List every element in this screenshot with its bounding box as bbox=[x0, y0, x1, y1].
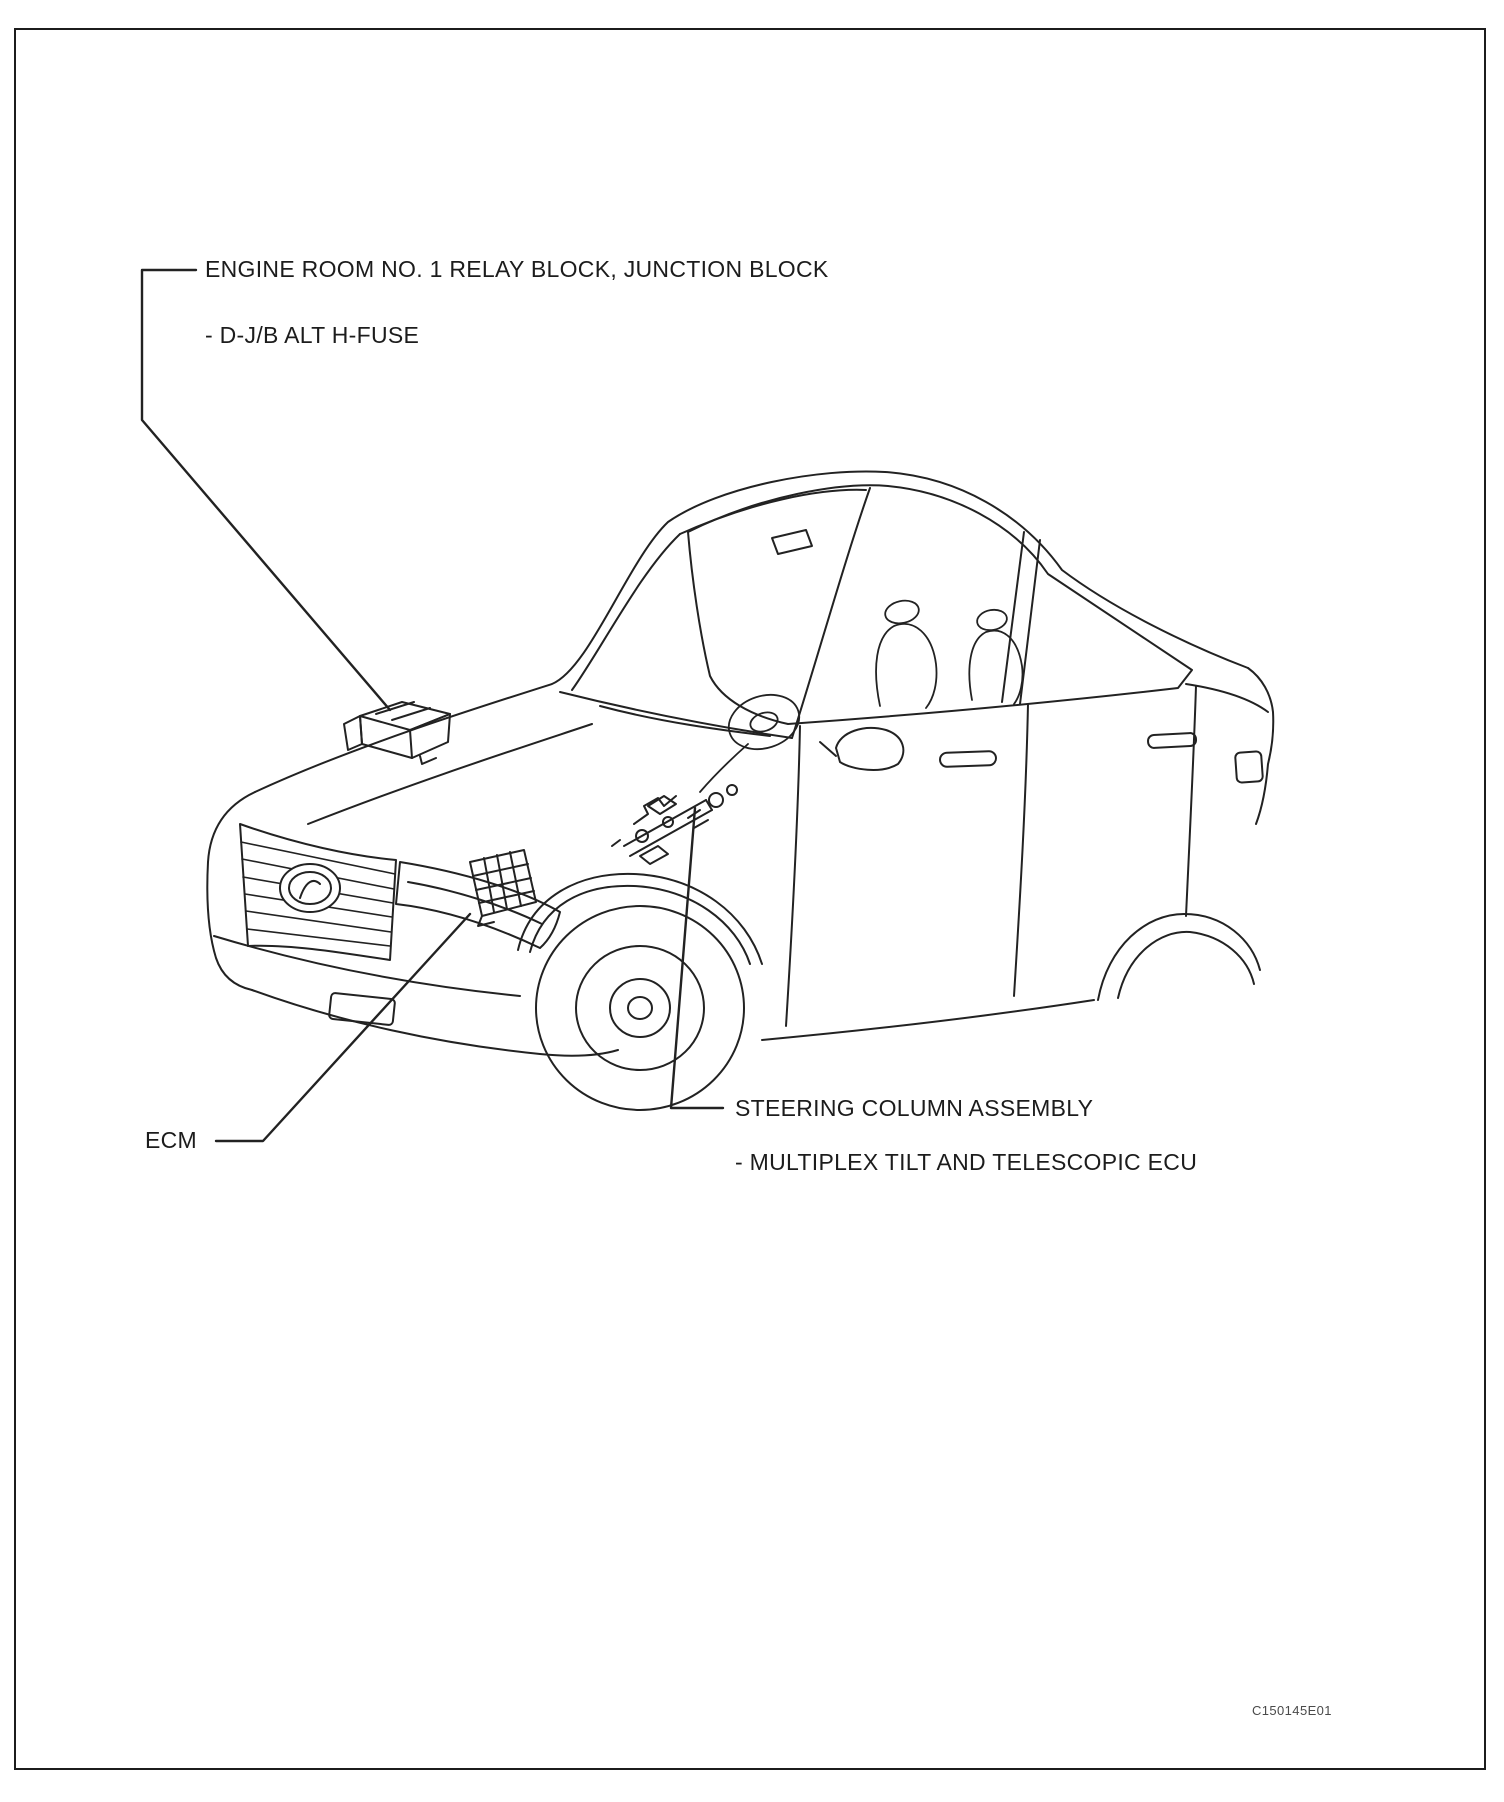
ecm-callout-label: ECM bbox=[145, 1127, 198, 1153]
leader-line-ecm bbox=[214, 912, 472, 1143]
front-fascia bbox=[206, 791, 256, 991]
leader-line-steering-column bbox=[669, 806, 725, 1110]
relay-block-component bbox=[343, 701, 451, 765]
hood-crease bbox=[307, 723, 593, 825]
ecm-component bbox=[469, 849, 537, 927]
car-illustration bbox=[206, 470, 1275, 1111]
side-glass bbox=[687, 484, 1193, 725]
brand-emblem-mark bbox=[299, 880, 321, 899]
front-hub bbox=[609, 978, 671, 1038]
front-fender-seam bbox=[785, 725, 801, 1027]
steering-column-callout-title: STEERING COLUMN ASSEMBLY bbox=[735, 1095, 1094, 1121]
front-hub-cap bbox=[627, 996, 653, 1020]
rear-door-handle bbox=[1147, 732, 1198, 749]
cowl-line bbox=[599, 705, 771, 737]
front-tire bbox=[535, 905, 745, 1111]
steering-column-callout-subitem: - MULTIPLEX TILT AND TELESCOPIC ECU bbox=[735, 1149, 1198, 1175]
car-silhouette bbox=[254, 470, 1249, 793]
headlight bbox=[395, 861, 561, 949]
steering-column-component bbox=[611, 784, 738, 865]
far-a-pillar bbox=[791, 487, 871, 739]
side-mirror-stalk bbox=[819, 741, 837, 757]
bumper-lower-edge bbox=[251, 989, 619, 1057]
fuel-lid bbox=[1234, 750, 1264, 784]
interior-details bbox=[699, 599, 1024, 793]
front-door-seam bbox=[1013, 703, 1029, 997]
front-door-handle bbox=[939, 750, 997, 768]
b-pillar-rear-line bbox=[1019, 539, 1041, 705]
relay-block-callout-title: ENGINE ROOM NO. 1 RELAY BLOCK, JUNCTION … bbox=[205, 256, 829, 282]
front-wheel-arch-lip bbox=[529, 884, 751, 965]
a-pillar-inner bbox=[571, 533, 681, 691]
windshield-base bbox=[559, 691, 793, 739]
car-rear-edge bbox=[1247, 667, 1275, 825]
fog-lamp bbox=[328, 992, 396, 1026]
rear-tire bbox=[1117, 930, 1255, 999]
side-mirror bbox=[835, 727, 905, 771]
rear-door-seam bbox=[1185, 685, 1197, 917]
front-rim bbox=[575, 945, 705, 1071]
beltline-rear bbox=[1185, 683, 1269, 713]
rocker-line bbox=[761, 999, 1095, 1041]
b-pillar-front-line bbox=[1001, 531, 1025, 703]
figure-code: C150145E01 bbox=[1252, 1703, 1332, 1718]
page-border bbox=[14, 28, 1486, 1770]
leader-line-relay-block bbox=[140, 268, 392, 712]
rear-wheel-arch bbox=[1097, 913, 1261, 1001]
rearview-mirror bbox=[771, 529, 813, 555]
relay-block-callout-subitem: - D-J/B ALT H-FUSE bbox=[205, 322, 420, 348]
brand-emblem-inner bbox=[288, 871, 332, 905]
front-wheel-arch bbox=[517, 872, 763, 965]
windshield-header bbox=[679, 488, 867, 535]
grille-outline bbox=[239, 823, 397, 961]
